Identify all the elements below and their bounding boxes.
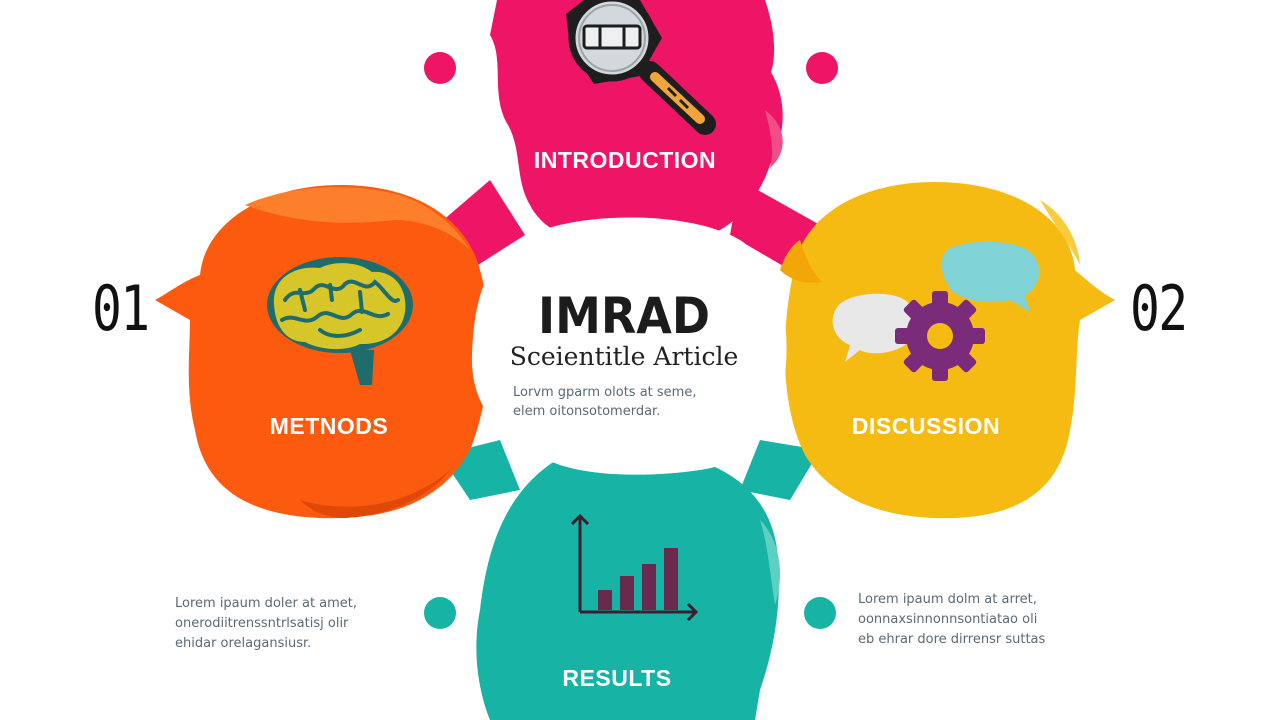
center-disc bbox=[471, 217, 787, 475]
note-left-line: onerodiitrenssntrlsatisj olir bbox=[175, 616, 349, 631]
center-description: Lorvm gparm olots at seme, elem oitonsot… bbox=[513, 383, 696, 421]
dot-bottom-right bbox=[804, 597, 836, 629]
diagram-subtitle: Sceientitle Article bbox=[509, 342, 739, 371]
methods-blob bbox=[155, 185, 490, 519]
note-left-line: ehidar orelagansiusr. bbox=[175, 636, 312, 651]
dot-top-left bbox=[424, 52, 456, 84]
note-right: Lorem ipaum dolm at arret, oonnaxsinnonn… bbox=[858, 590, 1045, 650]
note-right-line: Lorem ipaum dolm at arret, bbox=[858, 592, 1037, 607]
step-number-left: 01 bbox=[92, 272, 150, 345]
note-right-line: eb ehrar dore dirrensr suttas bbox=[858, 632, 1046, 647]
results-label: RESULTS bbox=[562, 665, 672, 691]
dot-bottom-left bbox=[424, 597, 456, 629]
center-description-line: elem oitonsotomerdar. bbox=[513, 404, 661, 419]
bar-chart-icon bbox=[570, 513, 699, 622]
diagram-title: IMRAD bbox=[537, 287, 711, 345]
introduction-label: INTRODUCTION bbox=[533, 147, 717, 173]
center-description-line: Lorvm gparm olots at seme, bbox=[513, 385, 697, 400]
dot-top-right bbox=[806, 52, 838, 84]
brain-icon bbox=[267, 257, 413, 385]
discussion-label: DISCUSSION bbox=[851, 413, 1001, 439]
speech-bubbles-gear-icon bbox=[832, 241, 1040, 381]
introduction-blob bbox=[490, 0, 783, 241]
note-left-line: Lorem ipaum doler at amet, bbox=[175, 596, 358, 611]
connector-yellow-teal bbox=[740, 440, 820, 500]
note-right-line: oonnaxsinnonnsontiatao oli bbox=[858, 612, 1038, 627]
note-left: Lorem ipaum doler at amet, onerodiitrens… bbox=[175, 594, 357, 654]
step-number-right: 02 bbox=[1130, 272, 1188, 345]
methods-label: METNODS bbox=[269, 413, 389, 439]
magnifying-glass-icon bbox=[566, 0, 716, 135]
